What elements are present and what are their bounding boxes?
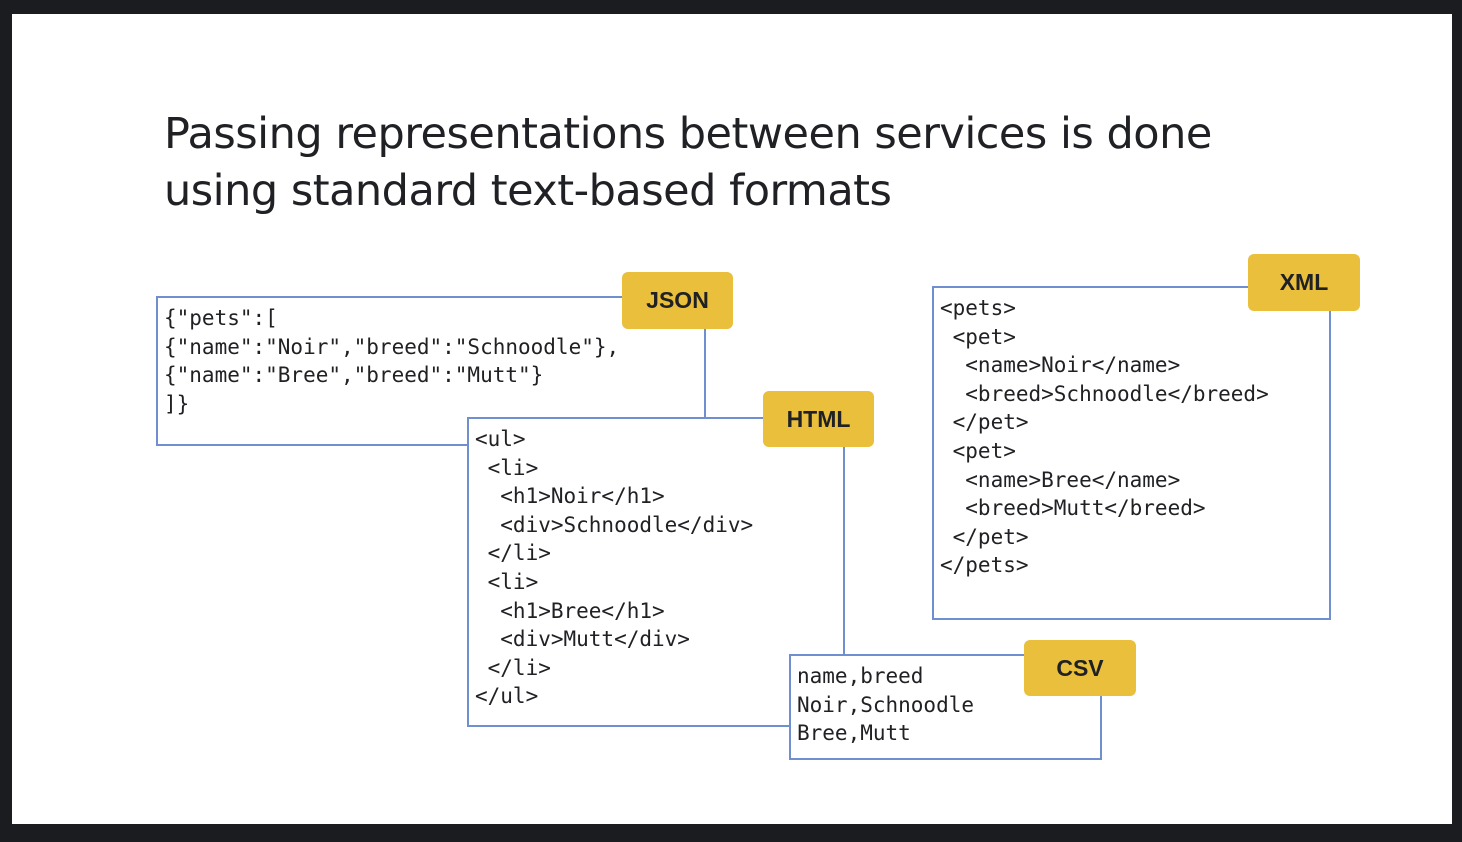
slide-title-line-1: Passing representations between services… [164, 109, 1212, 159]
json-code: {"pets":[ {"name":"Noir","breed":"Schnoo… [164, 306, 620, 416]
json-box [156, 296, 706, 446]
slide-title-line-2: using standard text-based formats [164, 166, 892, 216]
xml-badge: XML [1248, 254, 1360, 311]
csv-code: name,breed Noir,Schnoodle Bree,Mutt [797, 664, 975, 746]
slide: Passing representations between services… [12, 14, 1452, 824]
xml-box [932, 286, 1331, 620]
html-box [467, 417, 845, 727]
csv-badge: CSV [1024, 640, 1136, 696]
html-code: <ul> <li> <h1>Noir</h1> <div>Schnoodle</… [475, 427, 754, 709]
slide-title: Passing representations between services… [164, 106, 1364, 220]
html-badge: HTML [763, 391, 874, 447]
xml-code: <pets> <pet> <name>Noir</name> <breed>Sc… [940, 296, 1269, 578]
json-badge: JSON [622, 272, 733, 329]
